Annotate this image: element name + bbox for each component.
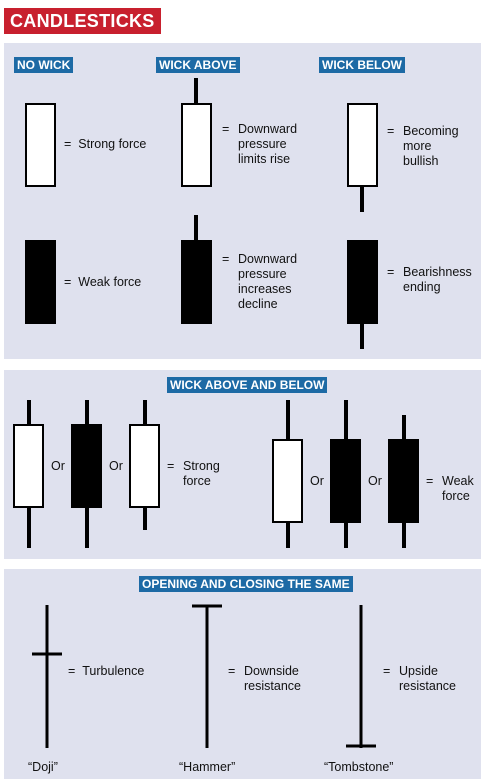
candle-wick-below-white (347, 103, 378, 187)
label-text: Weak force (78, 275, 142, 289)
candle-no-wick-black (25, 240, 56, 324)
candle-wick-above-white (181, 103, 212, 187)
header-opening-closing-same: OPENING AND CLOSING THE SAME (139, 576, 353, 592)
label-text: Bearishness ending (403, 265, 472, 294)
equals-sign: = (387, 265, 395, 279)
label-text: Becoming more bullish (403, 124, 459, 168)
equals-sign: = (68, 664, 76, 678)
equals-sign: = (228, 664, 236, 678)
label-text: Downside resistance (244, 664, 301, 693)
panel-single-wick (4, 43, 481, 359)
label-text: Turbulence (82, 664, 145, 678)
label-text: Downward pressure increases decline (238, 252, 298, 311)
equals-sign: = (426, 474, 434, 488)
candle-both-wicks-white-3 (272, 439, 303, 523)
equals-sign: = (222, 252, 230, 266)
caption-tombstone: “Tombstone” (324, 760, 394, 774)
caption-doji: “Doji” (28, 760, 58, 774)
header-wick-above: WICK ABOVE (156, 57, 240, 73)
header-wick-below: WICK BELOW (319, 57, 405, 73)
label-text: Downward pressure limits rise (238, 122, 298, 166)
label-text: Weak force (442, 474, 474, 503)
label-text: Upside resistance (399, 664, 456, 693)
or-label-1: Or (51, 459, 65, 473)
panel-open-close-same (4, 569, 481, 779)
candle-both-wicks-black-1 (71, 424, 102, 508)
candle-wick-below-black (347, 240, 378, 324)
candle-both-wicks-black-2 (330, 439, 361, 523)
equals-sign: = (167, 459, 175, 473)
candle-both-wicks-white-2 (129, 424, 160, 508)
equals-sign: = (64, 275, 72, 289)
equals-sign: = (222, 122, 230, 136)
or-label-2: Or (109, 459, 123, 473)
header-wick-above-and-below: WICK ABOVE AND BELOW (167, 377, 328, 393)
or-label-3: Or (310, 474, 324, 488)
header-no-wick: NO WICK (14, 57, 74, 73)
equals-sign: = (387, 124, 395, 138)
equals-sign: = (383, 664, 391, 678)
candle-wick-above-black (181, 240, 212, 324)
label-strong-force: = Strong force (64, 137, 146, 152)
candle-both-wicks-white-1 (13, 424, 44, 508)
label-weak-force: = Weak force (64, 275, 141, 290)
label-text: Strong force (183, 459, 220, 488)
label-turbulence: = Turbulence (68, 664, 144, 679)
caption-hammer: “Hammer” (179, 760, 236, 774)
or-label-4: Or (368, 474, 382, 488)
equals-sign: = (64, 137, 72, 151)
candle-both-wicks-black-3 (388, 439, 419, 523)
candle-no-wick-white (25, 103, 56, 187)
label-text: Strong force (78, 137, 147, 151)
page-title: CANDLESTICKS (4, 8, 161, 34)
